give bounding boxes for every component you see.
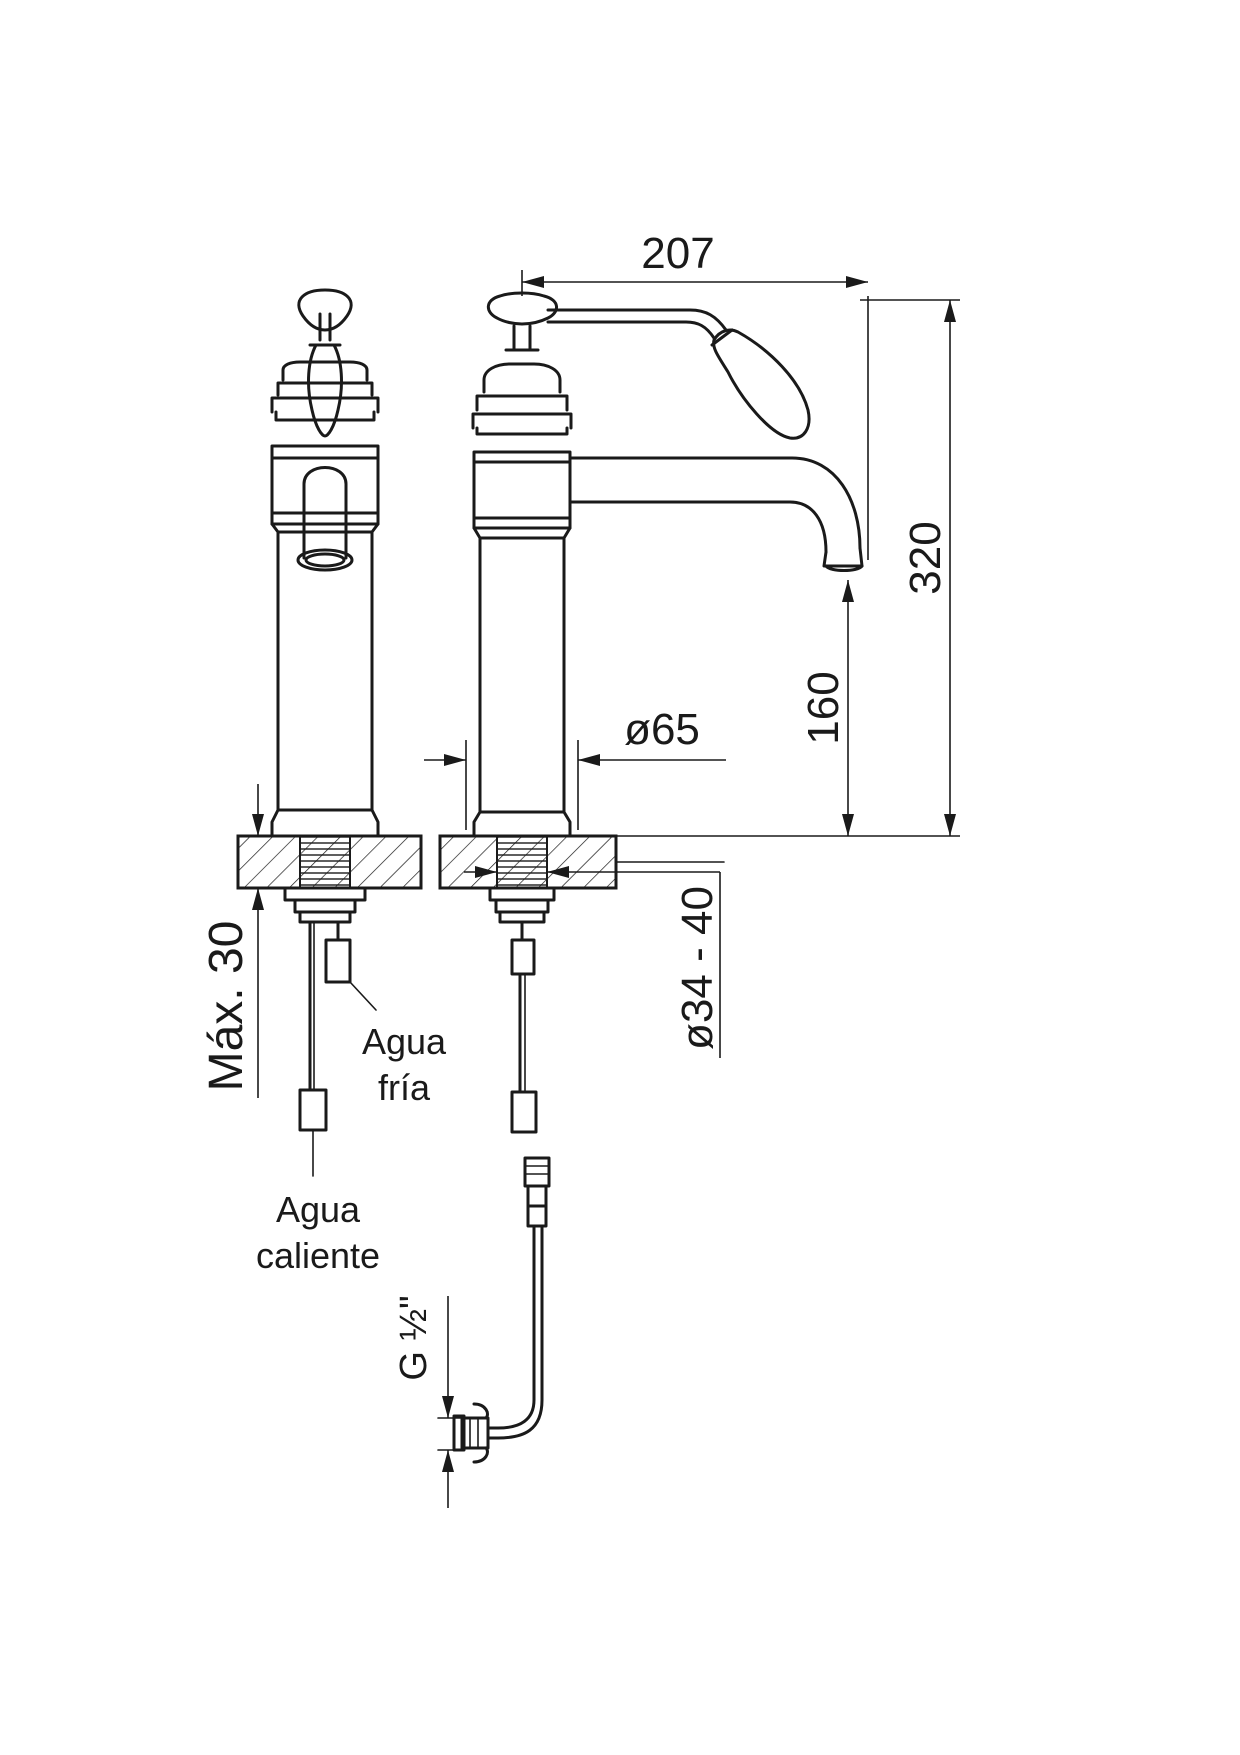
dimension-body-diameter: ø65 xyxy=(424,705,726,830)
hot-water-line2: caliente xyxy=(256,1235,380,1276)
cold-water-line1: Agua xyxy=(362,1021,447,1062)
dimension-spout-height: 160 xyxy=(616,580,960,837)
dim-max-30-text: Máx. 30 xyxy=(200,921,253,1092)
cold-water-line2: fría xyxy=(378,1067,431,1108)
dim-160-text: 160 xyxy=(799,671,848,744)
faucet-front-view xyxy=(270,288,380,1177)
hot-water-line1: Agua xyxy=(276,1189,361,1230)
dimension-spout-reach: 207 xyxy=(521,229,869,560)
dimension-hole-diameter: ø34 - 40 xyxy=(464,866,722,1058)
dim-o34-40-text: ø34 - 40 xyxy=(673,886,722,1050)
dim-320-text: 320 xyxy=(901,521,950,594)
faucet-side-view xyxy=(471,291,864,1134)
supply-hose-connector xyxy=(452,1156,551,1464)
label-cold-water: Agua fría xyxy=(362,1021,447,1108)
dim-g-half-text: G ½" xyxy=(393,1295,435,1380)
countertop-section-side xyxy=(438,834,725,890)
dim-207-text: 207 xyxy=(641,229,714,278)
dimension-connection-thread: G ½" xyxy=(393,1295,463,1508)
label-hot-water: Agua caliente xyxy=(256,1189,380,1276)
dimension-total-height: 320 xyxy=(860,299,960,836)
dim-o65-text: ø65 xyxy=(624,705,700,754)
dimension-max-thickness: Máx. 30 xyxy=(200,784,264,1098)
